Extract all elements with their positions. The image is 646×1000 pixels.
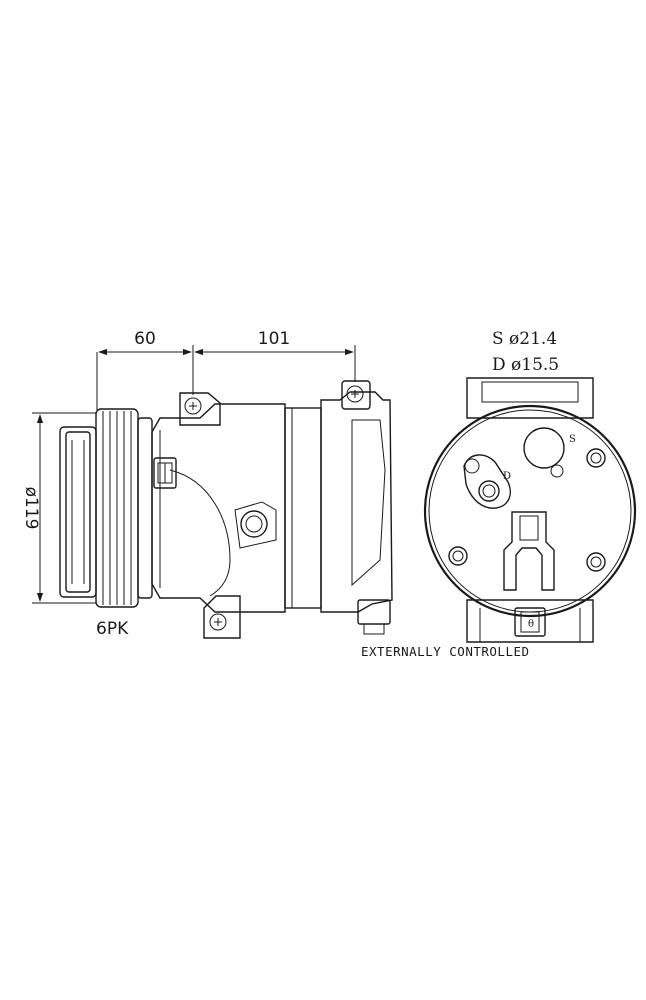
svg-text:θ: θ [528,619,534,630]
compressor-rear-view: S ø21.4 D ø15.5 S D [423,329,637,643]
dimension-60: 60 [96,329,194,410]
suction-port-spec: S ø21.4 [492,329,557,349]
control-note: EXTERNALLY CONTROLLED [361,644,530,659]
compressor-body-side-view [151,380,393,639]
dimension-101: 101 [194,329,356,382]
dimension-diameter-label: ø119 [21,487,41,530]
pulley-side-view: 6PK [59,408,153,639]
dimension-diameter: ø119 [21,412,96,604]
discharge-marker: D [503,471,511,482]
dimension-101-label: 101 [258,329,290,349]
dimension-60-label: 60 [134,329,156,349]
discharge-port-spec: D ø15.5 [492,355,559,375]
suction-marker: S [569,434,576,445]
belt-type-label: 6PK [96,619,129,639]
